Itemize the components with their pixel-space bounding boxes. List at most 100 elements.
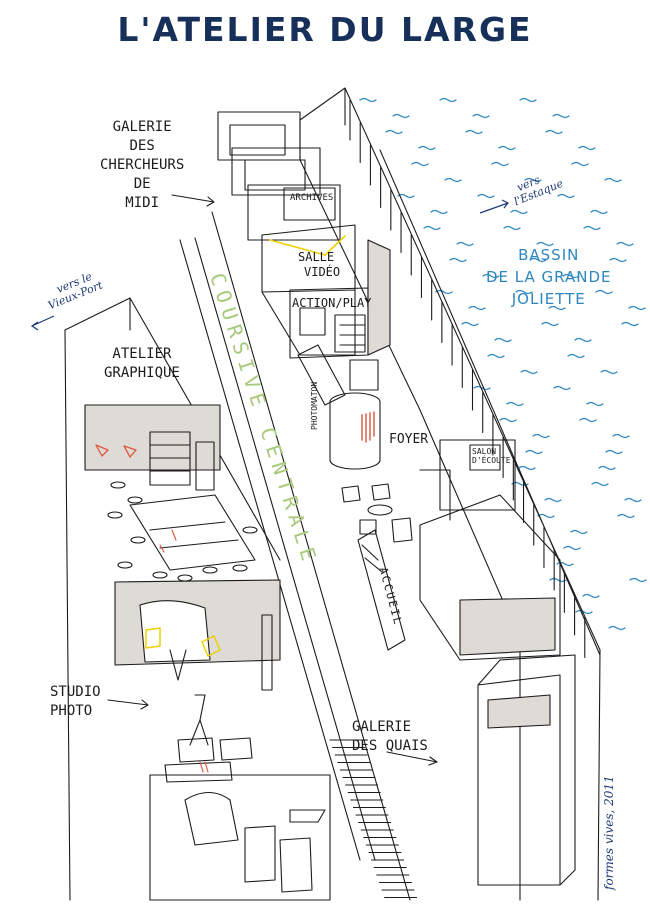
wave-stroke <box>518 465 536 471</box>
label-line: GRAPHIQUE <box>104 365 180 381</box>
label-line: D'ÉCOUTE <box>472 456 511 465</box>
label-galerie-quais: GALERIE DES QUAIS <box>352 718 428 756</box>
wave-stroke <box>449 257 467 263</box>
wave-stroke <box>477 193 495 199</box>
stool <box>107 511 123 519</box>
wave-stroke <box>567 353 585 359</box>
lower-left-furniture <box>164 737 253 783</box>
galerie-quais-block <box>477 654 576 886</box>
galerie-chercheurs-rooms <box>217 111 341 241</box>
wave-stroke <box>532 433 550 439</box>
studio-backdrop <box>139 600 211 663</box>
accueil-desk <box>357 529 406 651</box>
stool <box>177 574 193 582</box>
wave-stroke <box>579 417 597 423</box>
wave-stroke <box>624 497 642 503</box>
wave-stroke <box>473 385 491 391</box>
label-line: BASSIN <box>518 246 580 264</box>
atelier-graphique-wall <box>84 404 221 471</box>
label-galerie-chercheurs: GALERIE DES CHERCHEURS DE MIDI <box>100 118 184 213</box>
photomaton-curtain <box>361 411 375 443</box>
wave-stroke <box>499 417 517 423</box>
wave-stroke <box>506 401 524 407</box>
wave-stroke <box>465 129 483 135</box>
arrow-vers-estaque <box>479 199 509 214</box>
wave-stroke <box>548 305 566 311</box>
label-line: SALLE <box>298 250 335 264</box>
wave-stroke <box>444 177 462 183</box>
wave-stroke <box>482 273 500 279</box>
wave-stroke <box>498 145 516 151</box>
stool <box>202 566 218 574</box>
label-line: DES QUAIS <box>352 738 428 754</box>
arrow-vers-vieux-port <box>30 315 55 331</box>
label-line: GALERIE <box>352 719 412 735</box>
label-line: CHERCHEURS <box>100 157 185 173</box>
label-atelier-graphique: ATELIER GRAPHIQUE <box>104 345 180 383</box>
wave-stroke <box>590 209 608 215</box>
quay-windows <box>349 99 586 659</box>
wave-stroke <box>578 145 596 151</box>
corridor-stairs <box>329 739 418 899</box>
wave-stroke <box>617 513 635 519</box>
wave-stroke <box>595 289 613 295</box>
wave-stroke <box>544 497 562 503</box>
wave-stroke <box>545 129 563 135</box>
label-line: DE <box>133 176 151 192</box>
wave-stroke <box>586 401 604 407</box>
wave-stroke <box>628 305 646 311</box>
wave-stroke <box>598 465 616 471</box>
label-photomaton: PHOTOMATON <box>310 381 319 430</box>
atelier-stools <box>107 481 258 582</box>
studio-column <box>261 614 273 691</box>
bottom-exhibition-block <box>149 774 331 901</box>
atelier-tables <box>129 494 256 571</box>
stool <box>232 564 248 572</box>
stool <box>127 496 143 504</box>
label-line: ATELIER <box>112 346 172 362</box>
label-line: GALERIE <box>112 119 172 135</box>
label-line: VIDÉO <box>304 265 341 279</box>
stool <box>152 571 168 579</box>
wave-stroke <box>487 353 505 359</box>
studio-lights <box>145 627 221 657</box>
atelier-red-items <box>159 529 177 553</box>
water-waves <box>359 97 647 631</box>
wave-stroke <box>515 289 533 295</box>
wave-stroke <box>562 273 580 279</box>
wave-stroke <box>468 305 486 311</box>
label-line: STUDIO <box>50 684 101 700</box>
wave-stroke <box>553 385 571 391</box>
stool <box>130 536 146 544</box>
wave-stroke <box>612 433 630 439</box>
salle-video-room <box>261 224 356 356</box>
photomaton-booth <box>329 392 381 470</box>
wave-stroke <box>472 113 490 119</box>
label-archives: ARCHIVES <box>290 193 334 203</box>
stool <box>242 526 258 534</box>
wave-stroke <box>537 513 555 519</box>
wave-stroke <box>541 321 559 327</box>
map-title: L'ATELIER DU LARGE <box>117 10 533 49</box>
wave-stroke <box>605 449 623 455</box>
wave-stroke <box>503 225 521 231</box>
wave-stroke <box>529 257 547 263</box>
wave-stroke <box>456 241 474 247</box>
stool <box>117 561 133 569</box>
label-studio-photo: STUDIO PHOTO <box>50 683 101 721</box>
wave-stroke <box>575 609 593 615</box>
wave-stroke <box>519 97 537 103</box>
label-salon-ecoute: SALON D'ÉCOUTE <box>472 447 511 465</box>
label-arrows <box>107 194 438 766</box>
wave-stroke <box>536 241 554 247</box>
wave-stroke <box>435 289 453 295</box>
wave-stroke <box>591 481 609 487</box>
label-salle-video: SALLE VIDÉO <box>298 250 340 280</box>
wave-stroke <box>423 225 441 231</box>
wave-stroke <box>616 241 634 247</box>
wave-stroke <box>582 593 600 599</box>
action-play-wall <box>367 239 391 356</box>
quay-building-outline <box>299 87 601 901</box>
